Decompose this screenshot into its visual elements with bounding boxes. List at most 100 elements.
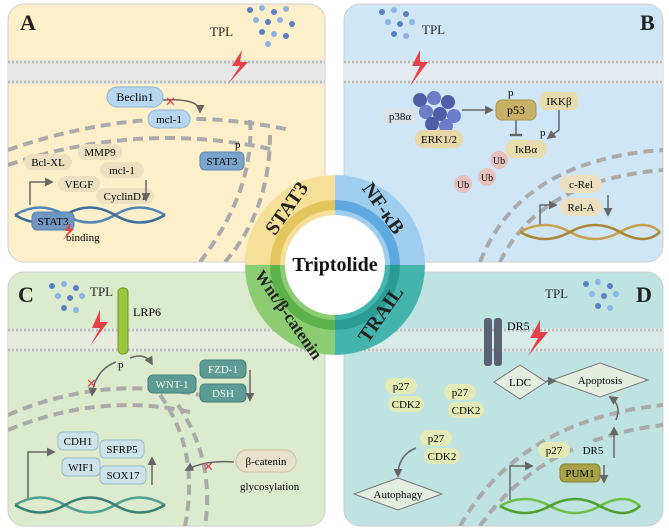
tpl-molecules-b bbox=[379, 7, 415, 39]
kinase-cluster bbox=[413, 91, 461, 133]
p27-node-nuclear: p27 bbox=[538, 442, 570, 458]
apoptosis-label: Apoptosis bbox=[578, 375, 623, 387]
p53-node: p53 bbox=[495, 99, 537, 121]
gene-sox17: SOX17 bbox=[99, 465, 147, 485]
pum1-node: PUM1 bbox=[559, 463, 601, 483]
p27-label-1: p27 bbox=[393, 381, 410, 393]
gene-vegf: VEGF bbox=[58, 176, 100, 192]
panel-b-letter: B bbox=[640, 10, 655, 35]
tpl-label-d: TPL bbox=[545, 286, 568, 301]
gene-sfrp5: SFRP5 bbox=[99, 439, 145, 459]
panel-c-letter: C bbox=[18, 282, 34, 307]
pum1-label: PUM1 bbox=[565, 468, 594, 480]
glycosylation-label: glycosylation bbox=[240, 481, 300, 493]
stat3-nuclear-label: STAT3 bbox=[38, 216, 69, 228]
phospho-mark-p53: p bbox=[508, 87, 514, 99]
gene-sfrp5-label: SFRP5 bbox=[106, 444, 138, 456]
lightning-icon bbox=[90, 310, 108, 346]
lightning-icon bbox=[410, 50, 428, 86]
p53-label: p53 bbox=[507, 103, 525, 117]
phospho-mark-ikba: p bbox=[540, 127, 546, 139]
cdk2-label-3: CDK2 bbox=[428, 451, 457, 463]
gene-bclxl: Bcl-XL bbox=[24, 154, 72, 170]
stat3-nuclear-node: STAT3 bbox=[31, 211, 75, 231]
ikkb-label: IKKβ bbox=[546, 96, 572, 108]
erk-label: ERK1/2 bbox=[421, 134, 457, 146]
membrane-a bbox=[8, 60, 325, 84]
ikkb-node: IKKβ bbox=[540, 92, 578, 110]
panel-c: C TPL LRP6 p ✕ WNT-1 FZD-1 DSH bbox=[7, 271, 326, 527]
inhibit-x-icon: ✕ bbox=[165, 94, 176, 109]
panel-d: D TPL DR5 LDC Apoptosis p27 CDK2 bbox=[343, 271, 664, 527]
beclin1-node: Beclin1 bbox=[106, 86, 164, 108]
rela-label: Rel-A bbox=[568, 202, 595, 214]
crel-node: c-Rel bbox=[560, 175, 602, 193]
panel-a-letter: A bbox=[20, 10, 36, 35]
ldc-node: LDC bbox=[493, 364, 547, 400]
fzd1-label: FZD-1 bbox=[208, 364, 238, 376]
gene-sox17-label: SOX17 bbox=[106, 470, 140, 482]
stat3-cyto-node: STAT3 bbox=[199, 151, 245, 171]
dsh-node: DSH bbox=[199, 383, 247, 403]
tpl-molecules-c bbox=[49, 281, 85, 313]
dr5-receptor bbox=[484, 318, 502, 366]
gene-mcl1-label: mcl-1 bbox=[109, 165, 135, 177]
gene-bclxl-label: Bcl-XL bbox=[31, 157, 65, 169]
wnt1-label: WNT-1 bbox=[155, 379, 188, 391]
fzd1-node: FZD-1 bbox=[199, 359, 247, 379]
beta-catenin-label: β-catenin bbox=[245, 456, 287, 468]
p27-cdk2-group-1: p27 CDK2 bbox=[385, 378, 424, 412]
autophagy-node: Autophagy bbox=[352, 477, 444, 511]
lrp6-label: LRP6 bbox=[133, 305, 161, 319]
tpl-label-c: TPL bbox=[90, 284, 113, 299]
stat3-cyto-label: STAT3 bbox=[207, 156, 238, 168]
ikba-label: IκBα bbox=[515, 144, 538, 156]
p27-cdk2-group-3: p27 CDK2 bbox=[420, 430, 460, 464]
tpl-molecules-d bbox=[583, 279, 619, 311]
ub-label-3: Ub bbox=[457, 180, 469, 191]
gene-cyclind1: CyclinD1 bbox=[96, 188, 154, 204]
dsh-label: DSH bbox=[212, 388, 234, 400]
p38-label: p38α bbox=[389, 111, 412, 123]
gene-mcl1: mcl-1 bbox=[100, 162, 144, 178]
ub-label-1: Ub bbox=[493, 156, 505, 167]
lrp6-receptor bbox=[117, 287, 129, 355]
mcl1-membrane-node: mcl-1 bbox=[147, 109, 191, 129]
lightning-icon bbox=[228, 50, 248, 84]
gene-wif1: WIF1 bbox=[61, 457, 101, 477]
lightning-icon bbox=[63, 223, 74, 240]
erk-node: ERK1/2 bbox=[415, 130, 463, 148]
tpl-molecules-a bbox=[247, 5, 295, 47]
tpl-label-b: TPL bbox=[422, 22, 445, 37]
panel-d-letter: D bbox=[636, 282, 652, 307]
beclin1-label: Beclin1 bbox=[116, 90, 153, 104]
p27-cdk2-group-2: p27 CDK2 bbox=[444, 384, 484, 418]
inhibit-x-icon: ✕ bbox=[203, 459, 214, 474]
ikba-node: IκBα bbox=[505, 140, 547, 158]
ub-label-2: Ub bbox=[481, 173, 493, 184]
dr5-label-nuclear: DR5 bbox=[583, 445, 604, 457]
gene-wif1-label: WIF1 bbox=[68, 462, 94, 474]
dr5-membrane-label: DR5 bbox=[507, 319, 530, 333]
autophagy-label: Autophagy bbox=[374, 489, 423, 501]
p27-label-3: p27 bbox=[428, 433, 445, 445]
tpl-label-a: TPL bbox=[210, 24, 233, 39]
p27-label-2: p27 bbox=[452, 387, 469, 399]
inhibit-x-icon: ✕ bbox=[86, 376, 97, 391]
crel-label: c-Rel bbox=[569, 179, 593, 191]
dna-helix-b bbox=[519, 223, 661, 241]
dna-helix-d bbox=[499, 497, 641, 515]
cdk2-label-1: CDK2 bbox=[392, 399, 421, 411]
apoptosis-node: Apoptosis bbox=[550, 362, 650, 398]
p27-label-nuclear: p27 bbox=[546, 445, 563, 457]
cdk2-label-2: CDK2 bbox=[452, 405, 481, 417]
gene-cdh1: CDH1 bbox=[57, 431, 99, 451]
ub-node-3: Ub bbox=[454, 175, 472, 193]
p38-node: p38α bbox=[382, 108, 418, 124]
phospho-mark-c: p bbox=[118, 359, 124, 371]
center-title: Triptolide bbox=[292, 254, 377, 276]
dr5-node-nuclear: DR5 bbox=[576, 442, 610, 458]
panel-a: A TPL Beclin1 ✕ mcl-1 p STAT3 bbox=[7, 3, 326, 263]
ldc-label: LDC bbox=[509, 377, 531, 389]
